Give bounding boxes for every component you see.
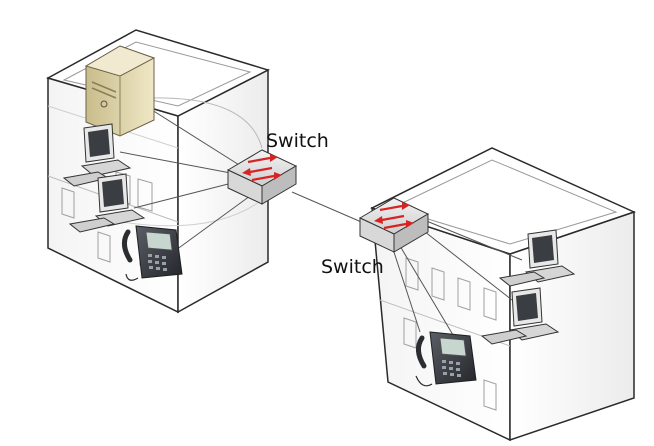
switch-label: Switch	[266, 130, 329, 152]
network-switch-icon	[226, 149, 298, 205]
ip-phone-icon	[415, 331, 477, 387]
desktop-computer-icon	[68, 173, 146, 233]
server-icon	[84, 45, 156, 137]
switch-label: Switch	[321, 256, 384, 278]
desktop-computer-icon	[62, 123, 132, 187]
desktop-computer-icon	[498, 229, 576, 287]
network-links	[119, 109, 523, 341]
building-icon	[370, 147, 637, 442]
desktop-computer-icon	[480, 287, 560, 345]
ip-phone-icon	[122, 225, 183, 281]
network-switch-icon	[358, 197, 430, 253]
inter-switch-link	[291, 191, 367, 225]
